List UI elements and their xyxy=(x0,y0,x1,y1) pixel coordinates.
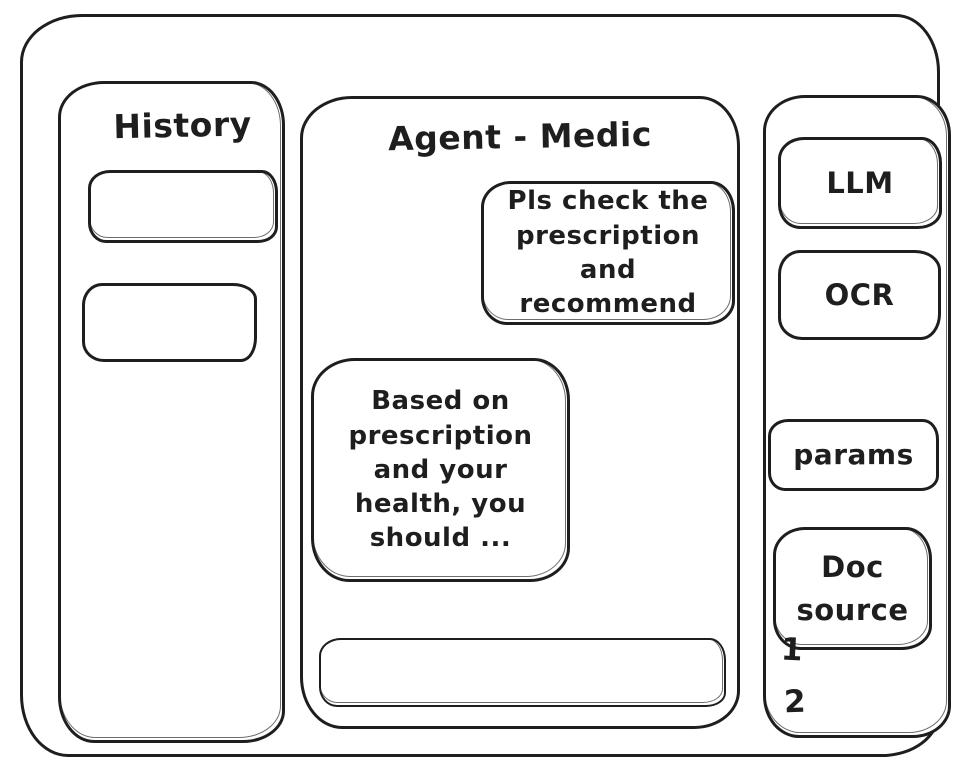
doc-source-item-2[interactable]: 2 xyxy=(783,683,807,721)
doc-source-button[interactable]: Doc source xyxy=(773,527,932,650)
user-message-bubble: Pls check the prescription and recommend xyxy=(481,181,735,325)
history-item[interactable] xyxy=(88,170,278,243)
doc-source-item-1[interactable]: 1 xyxy=(780,631,804,669)
history-panel: History xyxy=(58,81,285,743)
params-button[interactable]: params xyxy=(768,419,939,491)
message-input[interactable] xyxy=(319,638,726,707)
history-panel-title: History xyxy=(112,104,253,147)
llm-button[interactable]: LLM xyxy=(778,137,942,229)
chat-panel: Agent - Medic Pls check the prescription… xyxy=(300,96,740,729)
ocr-button[interactable]: OCR xyxy=(778,250,941,340)
chat-title: Agent - Medic xyxy=(387,114,653,159)
tools-panel: LLM OCR params Doc source 1 2 xyxy=(763,95,951,738)
app-window: History Agent - Medic Pls check the pres… xyxy=(20,14,951,757)
history-item[interactable] xyxy=(82,283,257,362)
assistant-message-bubble: Based on prescription and your health, y… xyxy=(311,358,570,582)
